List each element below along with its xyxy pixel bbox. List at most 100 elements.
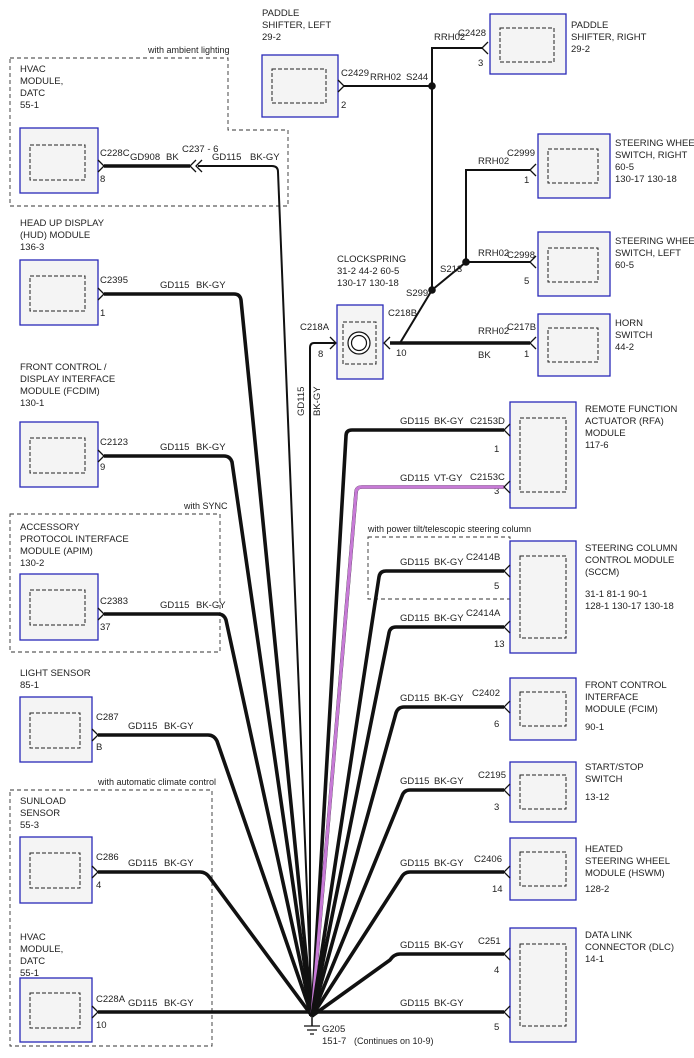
svg-text:C228A: C228A — [96, 994, 126, 1005]
wire-rfa-1 — [310, 428, 504, 1017]
svg-text:14: 14 — [492, 884, 503, 895]
hvac-module-top: HVAC MODULE, DATC 55-1 C228C 8 — [19, 64, 130, 194]
svg-text:C251: C251 — [478, 936, 501, 947]
svg-text:MODULE (FCDIM): MODULE (FCDIM) — [20, 386, 100, 397]
svg-text:SWITCH: SWITCH — [615, 330, 653, 341]
svg-text:GD115: GD115 — [160, 600, 189, 611]
svg-text:5: 5 — [494, 581, 499, 592]
splice-s213: S213 — [440, 264, 462, 275]
svg-text:BK: BK — [166, 152, 179, 163]
svg-text:128-1 130-17 130-18: 128-1 130-17 130-18 — [585, 601, 674, 612]
svg-text:C2406: C2406 — [474, 854, 502, 865]
svg-text:C218B: C218B — [388, 308, 417, 319]
svg-text:STEERING WHEEL: STEERING WHEEL — [585, 856, 670, 867]
svg-text:BK-GY: BK-GY — [312, 386, 323, 416]
svg-text:(HUD) MODULE: (HUD) MODULE — [20, 230, 90, 241]
splice-s299: S299 — [406, 288, 428, 299]
svg-text:14-1: 14-1 — [585, 954, 604, 965]
wire-start-stop — [310, 788, 504, 1017]
svg-text:GD115: GD115 — [128, 858, 157, 869]
dlc-connector: DATA LINK CONNECTOR (DLC) 14-1 C251 4 5 — [478, 927, 674, 1043]
svg-text:HEAD UP DISPLAY: HEAD UP DISPLAY — [20, 218, 105, 229]
svg-text:HORN: HORN — [615, 318, 643, 329]
svg-text:C2414B: C2414B — [466, 552, 500, 563]
svg-text:RRH02: RRH02 — [478, 326, 509, 337]
svg-text:INTERFACE: INTERFACE — [585, 692, 638, 703]
svg-text:DATC: DATC — [20, 956, 45, 967]
svg-text:8: 8 — [318, 349, 323, 360]
wire-sccm-13 — [310, 625, 504, 1017]
continues-note: (Continues on 10-9) — [354, 1036, 434, 1046]
svg-text:GD115: GD115 — [400, 473, 429, 484]
hswm-module: HEATED STEERING WHEEL MODULE (HSWM) 128-… — [474, 837, 670, 901]
svg-text:BK: BK — [478, 350, 491, 361]
svg-text:GD115: GD115 — [128, 721, 157, 732]
svg-text:REMOTE FUNCTION: REMOTE FUNCTION — [585, 404, 677, 415]
svg-text:GD115: GD115 — [400, 858, 429, 869]
svg-text:GD115: GD115 — [400, 940, 429, 951]
svg-text:HVAC: HVAC — [20, 64, 46, 75]
svg-text:RRH02: RRH02 — [478, 248, 509, 259]
hud-module: HEAD UP DISPLAY (HUD) MODULE 136-3 C2395… — [19, 218, 128, 326]
svg-text:MODULE (FCIM): MODULE (FCIM) — [585, 704, 658, 715]
svg-text:ACCESSORY: ACCESSORY — [20, 522, 80, 533]
svg-text:C2999: C2999 — [507, 148, 535, 159]
svg-text:SHIFTER, LEFT: SHIFTER, LEFT — [262, 20, 331, 31]
svg-text:STEERING WHEEL: STEERING WHEEL — [615, 236, 694, 247]
svg-text:SWITCH: SWITCH — [585, 774, 623, 785]
svg-text:BK-GY: BK-GY — [196, 280, 226, 291]
svg-text:BK-GY: BK-GY — [164, 998, 194, 1009]
svg-text:GD115: GD115 — [160, 442, 189, 453]
svg-text:2: 2 — [341, 100, 346, 111]
svg-text:10: 10 — [396, 348, 407, 359]
svg-text:C2123: C2123 — [100, 437, 128, 448]
sunload-sensor: SUNLOAD SENSOR 55-3 C286 4 — [19, 796, 119, 904]
svg-text:STEERING WHEEL: STEERING WHEEL — [615, 138, 694, 149]
svg-text:GD115: GD115 — [400, 998, 429, 1009]
hvac-module-bottom: HVAC MODULE, DATC 55-1 C228A 10 — [19, 932, 126, 1043]
svg-text:CLOCKSPRING: CLOCKSPRING — [337, 254, 406, 265]
svg-text:BK-GY: BK-GY — [196, 600, 226, 611]
wire-light-sensor — [98, 733, 314, 1017]
apim-module: ACCESSORY PROTOCOL INTERFACE MODULE (API… — [19, 522, 129, 641]
svg-text:3: 3 — [494, 486, 499, 497]
svg-text:BK-GY: BK-GY — [196, 442, 226, 453]
wire-clockspring-ground — [309, 342, 336, 1016]
wire-apim — [104, 612, 314, 1017]
svg-text:GD115: GD115 — [400, 693, 429, 704]
svg-text:GD115: GD115 — [400, 776, 429, 787]
svg-text:BK-GY: BK-GY — [164, 858, 194, 869]
svg-text:151-7: 151-7 — [322, 1036, 346, 1047]
svg-text:BK-GY: BK-GY — [434, 416, 464, 427]
wire-rfa-3-violet — [310, 485, 504, 1017]
ground-g205: G205 151-7 (Continues on 10-9) — [304, 1012, 434, 1047]
svg-text:BK-GY: BK-GY — [434, 998, 464, 1009]
svg-text:DATA LINK: DATA LINK — [585, 930, 633, 941]
svg-text:HVAC: HVAC — [20, 932, 46, 943]
svg-text:44-2: 44-2 — [615, 342, 634, 353]
svg-text:10: 10 — [96, 1020, 107, 1031]
svg-text:C2153C: C2153C — [470, 472, 505, 483]
rfa-module: REMOTE FUNCTION ACTUATOR (RFA) MODULE 11… — [470, 401, 677, 509]
svg-text:1: 1 — [100, 308, 105, 319]
wire-sccm-5 — [310, 569, 504, 1017]
svg-text:VT-GY: VT-GY — [434, 473, 463, 484]
svg-text:MODULE (HSWM): MODULE (HSWM) — [585, 868, 665, 879]
svg-text:GD115: GD115 — [296, 387, 307, 416]
svg-text:1: 1 — [524, 349, 529, 360]
zone-ambient-lighting — [9, 57, 289, 207]
svg-text:RRH02: RRH02 — [434, 32, 465, 43]
svg-text:31-1 81-1 90-1: 31-1 81-1 90-1 — [585, 589, 647, 600]
svg-text:4: 4 — [96, 880, 101, 891]
svg-text:5: 5 — [494, 1022, 499, 1033]
svg-text:C217B: C217B — [507, 322, 536, 333]
svg-text:136-3: 136-3 — [20, 242, 44, 253]
sccm-module: STEERING COLUMN CONTROL MODULE (SCCM) 31… — [466, 540, 678, 654]
svg-text:START/STOP: START/STOP — [585, 762, 644, 773]
svg-text:C218A: C218A — [300, 322, 330, 333]
zone-sync — [9, 513, 221, 653]
splice-s244: S244 — [406, 72, 428, 83]
svg-text:128-2: 128-2 — [585, 884, 609, 895]
svg-text:55-3: 55-3 — [20, 820, 39, 831]
